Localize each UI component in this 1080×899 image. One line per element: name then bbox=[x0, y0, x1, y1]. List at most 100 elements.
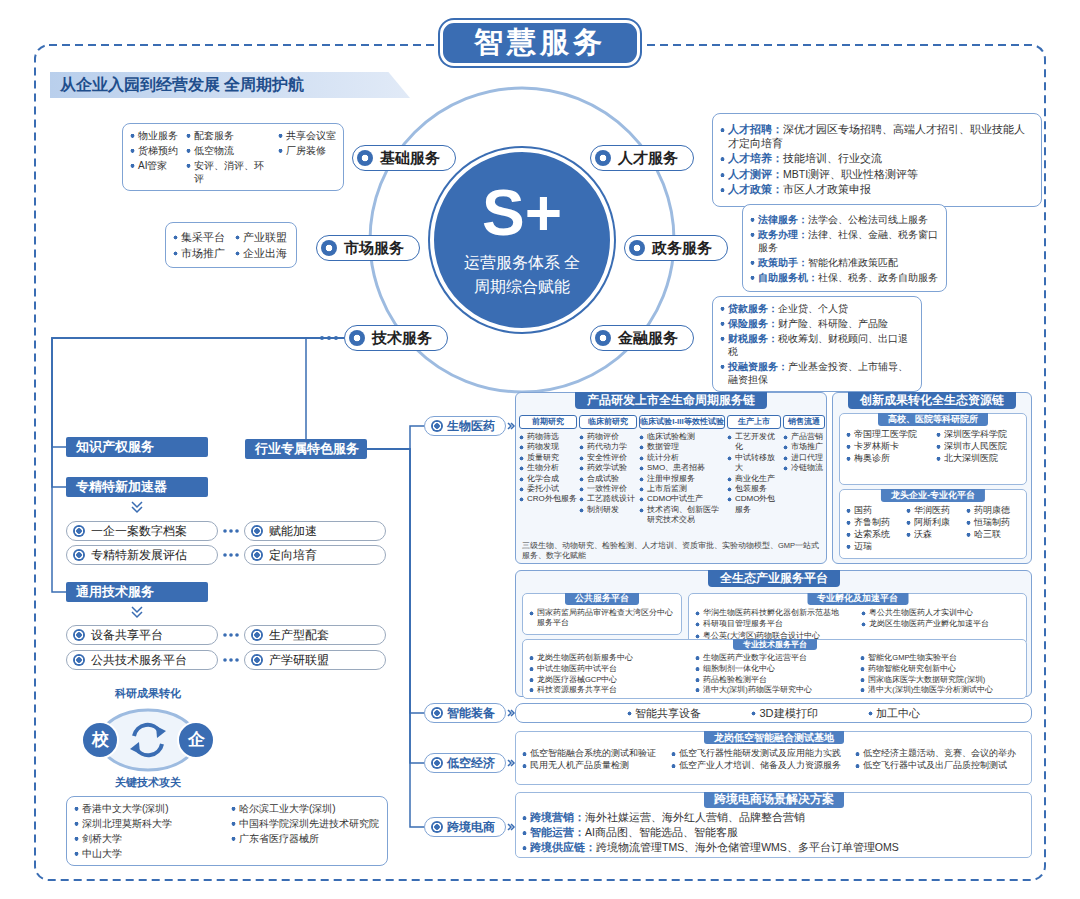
label-text: 金融服务 bbox=[618, 329, 678, 348]
label-text: 产学研联盟 bbox=[269, 652, 329, 669]
connector bbox=[367, 426, 424, 449]
item-text: 科技资源服务共享平台 bbox=[529, 685, 689, 695]
heading: 龙头企业-专业化平台 bbox=[881, 489, 985, 502]
emblem: 科研成果转化校企关键技术攻关 bbox=[78, 686, 218, 790]
service-pill: 人才服务 bbox=[590, 145, 694, 171]
item-text: 迈瑞 bbox=[846, 541, 900, 552]
item-text: 进口代理 bbox=[783, 453, 825, 463]
item-text: 委托小试 bbox=[519, 484, 577, 494]
item-text: 包装服务 bbox=[727, 484, 781, 494]
label-text: 低空经济 bbox=[447, 755, 495, 772]
item-text: 香港中文大学(深圳) bbox=[74, 802, 223, 815]
item-text: 技术咨询、创新医学研究技术交易 bbox=[639, 505, 725, 526]
item-text: 民用无人机产品质量检测 bbox=[522, 760, 665, 772]
title-tab: 智慧服务 bbox=[440, 20, 640, 66]
item-pill: 生产型配套 bbox=[244, 625, 386, 645]
heading: 专业孵化及加速平台 bbox=[807, 593, 908, 605]
item-text: 配套服务 bbox=[186, 129, 270, 142]
school-enterprise-emblem bbox=[82, 710, 214, 770]
sub-panel: 龙头企业-专业化平台国药华润医药药明康德齐鲁制药阿斯利康恒瑞制药达索系统沃森哈三… bbox=[839, 489, 1027, 559]
icon bbox=[251, 549, 263, 561]
item-text: 人才培养：技能培训、行业交流 bbox=[720, 152, 1034, 166]
item-text: 人才政策：市区人才政策申报 bbox=[720, 183, 1034, 197]
industry-pill: 智能装备 bbox=[424, 703, 506, 723]
item-text: 自助服务机：社保、税务、政务自助服务 bbox=[750, 271, 939, 284]
detail-box: 集采平台产业联盟市场推广企业出海 bbox=[165, 222, 297, 268]
item-text: 政策助手：智能化精准政策匹配 bbox=[750, 256, 939, 269]
label-text: 知识产权服务 bbox=[76, 439, 154, 456]
category-bar: 行业专属特色服务 bbox=[245, 439, 367, 459]
heading: 临床试验I-III等效性试验 bbox=[639, 415, 725, 429]
item-text: 沃森 bbox=[906, 529, 960, 540]
item-pill: 设备共享平台 bbox=[66, 625, 218, 645]
item-text: 科研项目管理服务平台 bbox=[695, 619, 855, 629]
item-text: 工艺路线设计 bbox=[579, 494, 637, 504]
sub-panel: 公共服务平台国家药监局药品审评检查大湾区分中心服务平台 bbox=[522, 593, 682, 635]
item-text: 统计分析 bbox=[639, 453, 725, 463]
item-text: 低空智能融合系统的测试和验证 bbox=[522, 748, 665, 760]
item-text: 冷链物流 bbox=[783, 463, 825, 473]
service-pill: 金融服务 bbox=[590, 325, 694, 351]
label-text: 赋能加速 bbox=[269, 523, 317, 540]
item-text: 中试生物医药中试平台 bbox=[529, 664, 689, 674]
label-text: 生产型配套 bbox=[269, 627, 329, 644]
item-text: 药品检验检测平台 bbox=[695, 675, 855, 685]
item-text: 智能化GMP生物实验平台 bbox=[860, 653, 1020, 663]
item-text: 华润生物医药科技孵化器创新示范基地 bbox=[695, 608, 855, 618]
item-text: 龙岗生物医药创新服务中心 bbox=[529, 653, 689, 663]
banner: 从企业入园到经营发展 全周期护航 bbox=[50, 72, 410, 98]
heading: 前期研究 bbox=[519, 415, 577, 429]
item-text: 华润医药 bbox=[906, 505, 960, 516]
item-text: 共享会议室 bbox=[278, 129, 336, 142]
heading: 龙岗低空智能融合测试基地 bbox=[704, 731, 844, 744]
panel: 产品研发上市全生命周期服务链三级生物、动物研究、检验检测、人才培训、资质审批、实… bbox=[515, 392, 827, 564]
industry-pill: 跨境电商 bbox=[424, 817, 506, 837]
core-circle: S+运营服务体系 全周期综合赋能 bbox=[430, 148, 614, 332]
label-text: 行业专属特色服务 bbox=[255, 441, 359, 458]
item-text: 贷款服务：企业贷、个人贷 bbox=[720, 302, 914, 315]
item-text: 生物分析 bbox=[519, 463, 577, 473]
label-text: 专精特新加速器 bbox=[76, 479, 167, 496]
connector bbox=[367, 449, 424, 763]
item-pill: 产学研联盟 bbox=[244, 650, 386, 670]
item-text: 细胞制剂一体化中心 bbox=[695, 664, 855, 674]
item-text: 梅奥诊所 bbox=[846, 453, 930, 464]
item-text: 药物发现 bbox=[519, 442, 577, 452]
heading: 生产上市 bbox=[727, 415, 781, 429]
item-text: 一致性评价 bbox=[579, 484, 637, 494]
item-text: 深圳市人民医院 bbox=[936, 441, 1020, 452]
item-text: 中试转移放大 bbox=[727, 453, 781, 474]
item-text: 港中大(深圳)药物医学研究中心 bbox=[695, 685, 855, 695]
item-text: 中山大学 bbox=[74, 847, 223, 860]
item-text: 安评、消评、环评 bbox=[186, 159, 270, 185]
industry-pill: 低空经济 bbox=[424, 753, 506, 773]
label-text: 从企业入园到经营发展 全周期护航 bbox=[60, 75, 400, 95]
item-text: 智能共享设备 bbox=[627, 706, 701, 720]
item-text: 广东省医疗器械所 bbox=[231, 832, 380, 845]
label-text: 生物医药 bbox=[447, 418, 495, 435]
item-text: 低空飞行器中试及出厂品质控制测试 bbox=[855, 760, 1025, 772]
label-text: 公共技术服务平台 bbox=[91, 652, 187, 669]
stage-column: 临床前研究药物评价药代动力学安全性评价药效学试验合成试验一致性评价工艺路线设计制… bbox=[579, 415, 637, 535]
label-text: 专精特新发展评估 bbox=[91, 547, 187, 564]
item-text: 低空飞行器性能研发测试及应用能力实践 bbox=[671, 748, 850, 760]
item-text: 注册申报服务 bbox=[639, 474, 725, 484]
item-pill: 定向培育 bbox=[244, 545, 386, 565]
label-text: 三级生物、动物研究、检验检测、人才培训、资质审批、实验动物模型、GMP一站式服务… bbox=[522, 541, 820, 560]
stage-column: 销售流通产品营销市场推广进口代理冷链物流 bbox=[783, 415, 825, 535]
item-text: 北大深圳医院 bbox=[936, 453, 1020, 464]
label-text: 基础服务 bbox=[380, 149, 440, 168]
item-text: 粤公共生物医药人才实训中心 bbox=[861, 608, 1021, 618]
label-text: 技术服务 bbox=[372, 329, 432, 348]
dots bbox=[223, 336, 338, 662]
item-text: 恒瑞制药 bbox=[966, 517, 1020, 528]
frame bbox=[35, 45, 1045, 880]
stage-column: 临床试验I-III等效性试验临床试验检测数据管理统计分析SMO、患者招募注册申报… bbox=[639, 415, 725, 535]
icon bbox=[73, 525, 85, 537]
heading: 公共服务平台 bbox=[565, 593, 639, 605]
category-bar: 专精特新加速器 bbox=[66, 477, 208, 497]
icon bbox=[431, 821, 443, 833]
detail-box: 香港中文大学(深圳)哈尔滨工业大学(深圳)深圳北理莫斯科大学中国科学院深圳先进技… bbox=[66, 796, 388, 866]
service-pill: 政务服务 bbox=[624, 235, 728, 261]
